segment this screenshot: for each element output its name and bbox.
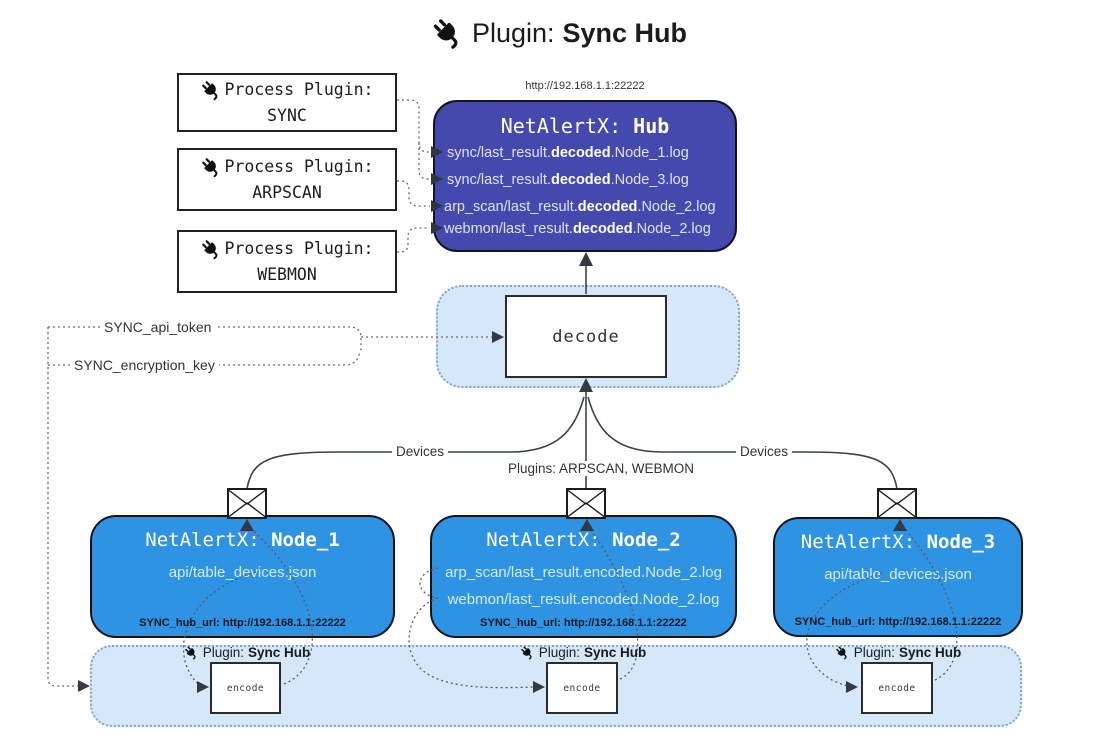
hub-log-line: sync/last_result.decoded.Node_3.log xyxy=(447,172,689,188)
hub-log-line: arp_scan/last_result.decoded.Node_2.log xyxy=(444,199,716,215)
node-hub-url: SYNC_hub_url: http://192.168.1.1:22222 xyxy=(480,617,687,629)
node-box-node-2: NetAlertX: Node_2 arp_scan/last_result.e… xyxy=(430,515,737,638)
plug-icon xyxy=(433,19,457,49)
encode-box: encode xyxy=(546,662,618,714)
plug-icon xyxy=(521,646,532,660)
node-file: webmon/last_result.encoded.Node_2.log xyxy=(447,591,720,608)
plug-icon xyxy=(185,646,196,660)
decode-box: decode xyxy=(505,295,667,378)
node-title: NetAlertX: Node_3 xyxy=(800,531,996,553)
plug-icon xyxy=(202,157,218,177)
hub-log-line: webmon/last_result.decoded.Node_2.log xyxy=(444,221,711,237)
plugin-sync-hub-label: Plugin:Sync Hub xyxy=(835,645,961,660)
title-text: Plugin: xyxy=(471,17,555,48)
node-title: NetAlertX: Node_2 xyxy=(486,529,681,551)
edge-label-plugins-middle: Plugins: ARPSCAN, WEBMON xyxy=(504,461,699,476)
hub-title-bold: Hub xyxy=(633,114,670,138)
hub-url: http://192.168.1.1:22222 xyxy=(525,80,645,92)
process-plugin-name: WEBMON xyxy=(257,264,317,284)
plugin-sync-hub-label: Plugin:Sync Hub xyxy=(520,645,646,660)
node-box-node-1: NetAlertX: Node_1 api/table_devices.json… xyxy=(90,515,395,638)
hub-log-line: sync/last_result.decoded.Node_1.log xyxy=(447,145,689,161)
process-plugin-name: ARPSCAN xyxy=(252,182,322,202)
process-plugin-label: Process Plugin: xyxy=(224,79,374,99)
process-plugin-name: SYNC xyxy=(267,105,307,125)
process-plugin-label: Process Plugin: xyxy=(224,156,374,176)
edge-label-devices-left: Devices xyxy=(392,444,449,459)
node-file: api/table_devices.json xyxy=(824,566,972,583)
node-title: NetAlertX: Node_1 xyxy=(145,529,340,551)
node-box-node-3: NetAlertX: Node_3 api/table_devices.json… xyxy=(773,517,1023,637)
arrowhead-into-encoder-panel xyxy=(78,680,90,692)
encode-box: encode xyxy=(210,662,281,714)
process-plugin-label: Process Plugin: xyxy=(224,238,374,258)
plugin-sync-hub-label: Plugin:Sync Hub xyxy=(184,645,310,660)
plug-icon xyxy=(836,646,847,660)
plug-icon xyxy=(202,239,218,259)
node-file: api/table_devices.json xyxy=(168,564,317,581)
config-label-encryption-key: SYNC_encryption_key xyxy=(70,357,219,373)
envelope-icon xyxy=(566,488,606,519)
node-hub-url: SYNC_hub_url: http://192.168.1.1:22222 xyxy=(794,616,1002,628)
hub-title: NetAlertX: Hub xyxy=(435,114,735,138)
envelope-icon xyxy=(227,488,267,519)
encode-box: encode xyxy=(861,662,933,714)
page-title: Plugin: Sync Hub xyxy=(430,16,687,50)
process-plugin-box-webmon: Process Plugin: WEBMON xyxy=(177,230,397,293)
hub-box: NetAlertX: Hub sync/last_result.decoded.… xyxy=(433,100,737,252)
edge-label-devices-right: Devices xyxy=(736,444,793,459)
arrowhead-up-into-hub xyxy=(579,252,593,266)
process-plugin-box-sync: Process Plugin: SYNC xyxy=(177,73,397,132)
plug-icon xyxy=(202,80,218,100)
hub-title-prefix: NetAlertX: xyxy=(500,114,622,138)
process-plugin-box-arpscan: Process Plugin: ARPSCAN xyxy=(177,148,397,211)
node-hub-url: SYNC_hub_url: http://192.168.1.1:22222 xyxy=(139,617,346,629)
node-file: arp_scan/last_result.encoded.Node_2.log xyxy=(445,564,722,581)
config-label-api-token: SYNC_api_token xyxy=(100,319,216,335)
title-text-bold: Sync Hub xyxy=(562,17,688,48)
envelope-icon xyxy=(877,488,917,519)
